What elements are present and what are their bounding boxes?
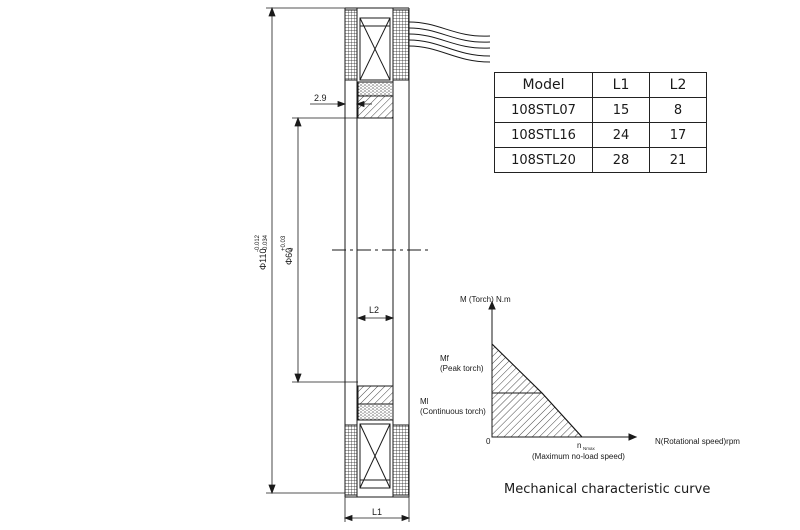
mf-label: Mf bbox=[440, 354, 450, 363]
inner-diameter-label: Φ60 +0.03 0 bbox=[281, 235, 295, 265]
header-model: Model bbox=[494, 72, 593, 98]
characteristic-curve bbox=[488, 300, 638, 441]
origin-label: 0 bbox=[486, 437, 491, 446]
cell-l1: 24 bbox=[592, 122, 650, 148]
outer-diameter-label: Φ110 -0.012 -0.034 bbox=[255, 234, 269, 270]
dimension-labels: Φ110 -0.012 -0.034 Φ60 +0.03 0 2.9 L2 L1 bbox=[255, 93, 382, 517]
nmax-subscript: Nmax bbox=[583, 446, 596, 451]
inner-diameter-tol-upper: +0.03 bbox=[281, 235, 287, 251]
cell-l1: 28 bbox=[592, 147, 650, 173]
header-l1: L1 bbox=[592, 72, 650, 98]
curve-labels: M (Torch) N.m Mf (Peak torch) Ml (Contin… bbox=[420, 295, 740, 461]
outer-diameter-value: Φ110 bbox=[258, 248, 268, 270]
table-row: 108STL07 15 8 bbox=[494, 97, 707, 123]
ml-label: Ml bbox=[420, 397, 429, 406]
gap-dimension-label: 2.9 bbox=[314, 93, 327, 103]
header-l2: L2 bbox=[649, 72, 707, 98]
cell-model: 108STL07 bbox=[494, 97, 593, 123]
cell-model: 108STL20 bbox=[494, 147, 593, 173]
ml-desc: (Continuous torch) bbox=[420, 407, 486, 416]
curve-caption: Mechanical characteristic curve bbox=[504, 482, 711, 497]
l2-dimension-label: L2 bbox=[369, 305, 379, 315]
x-axis-label: N(Rotational speed)rpm bbox=[655, 437, 740, 446]
inner-diameter-tol-lower: 0 bbox=[289, 247, 295, 251]
motor-section bbox=[332, 7, 491, 498]
inner-diameter-value: Φ60 bbox=[284, 248, 294, 265]
outer-diameter-tol-lower: -0.034 bbox=[263, 234, 269, 252]
y-axis-label: M (Torch) N.m bbox=[460, 295, 511, 304]
nmax-label: n bbox=[577, 441, 581, 450]
outer-diameter-tol-upper: -0.012 bbox=[255, 234, 261, 252]
table-row: 108STL16 24 17 bbox=[494, 122, 707, 148]
mf-desc: (Peak torch) bbox=[440, 364, 484, 373]
cell-l1: 15 bbox=[592, 97, 650, 123]
cell-model: 108STL16 bbox=[494, 122, 593, 148]
cell-l2: 8 bbox=[649, 97, 707, 123]
nmax-desc: (Maximum no-load speed) bbox=[532, 452, 625, 461]
l1-dimension-label: L1 bbox=[372, 507, 382, 517]
cell-l2: 17 bbox=[649, 122, 707, 148]
table-row: 108STL20 28 21 bbox=[494, 147, 707, 173]
table-header-row: Model L1 L2 bbox=[494, 72, 707, 98]
cell-l2: 21 bbox=[649, 147, 707, 173]
model-spec-table: Model L1 L2 108STL07 15 8 108STL16 24 17… bbox=[494, 72, 707, 173]
dimensions bbox=[266, 6, 411, 522]
